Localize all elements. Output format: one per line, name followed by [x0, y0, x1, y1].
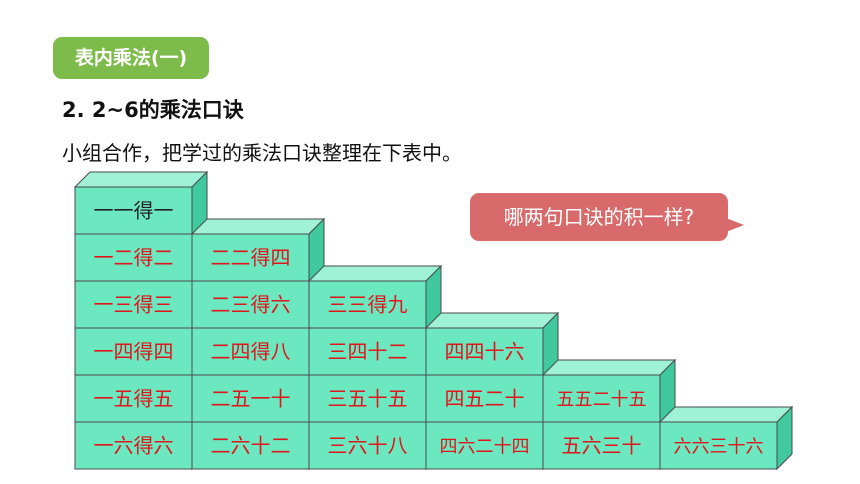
block-cell	[425, 327, 544, 376]
multiplication-rhyme: 二二得四	[211, 246, 291, 270]
block-cell	[542, 421, 661, 470]
block-top-face	[307, 265, 443, 282]
multiplication-rhyme: 三六十八	[328, 434, 408, 458]
block-cell	[191, 233, 310, 282]
multiplication-rhyme: 一五得五	[94, 387, 174, 411]
block-top-face	[190, 218, 326, 235]
question-bubble: 哪两句口诀的积一样?	[470, 193, 728, 241]
lesson-heading: 2. 2~6的乘法口诀	[62, 98, 244, 122]
multiplication-rhyme: 一一得一	[94, 199, 174, 223]
block-top-face	[73, 171, 209, 188]
multiplication-rhyme: 三三得九	[328, 293, 408, 317]
multiplication-rhyme: 四四十六	[445, 340, 525, 364]
multiplication-rhyme: 一二得二	[94, 246, 174, 270]
multiplication-rhyme: 二三得六	[211, 293, 291, 317]
multiplication-rhyme: 二五一十	[211, 387, 291, 411]
multiplication-rhyme: 三五十五	[328, 387, 408, 411]
section-badge: 表内乘法(一)	[53, 37, 209, 79]
multiplication-rhyme: 四六二十四	[440, 437, 530, 458]
multiplication-rhyme: 二六十二	[211, 434, 291, 458]
multiplication-rhyme: 五六三十	[562, 434, 642, 458]
multiplication-rhyme: 一四得四	[94, 340, 174, 364]
instruction-text: 小组合作，把学过的乘法口诀整理在下表中。	[62, 141, 462, 165]
multiplication-rhyme: 五五二十五	[557, 390, 647, 411]
block-cell	[74, 374, 193, 423]
multiplication-rhyme: 二四得八	[211, 340, 291, 364]
block-top-face	[541, 359, 677, 376]
multiplication-rhyme: 一三得三	[94, 293, 174, 317]
block-cell	[191, 374, 310, 423]
block-top-face	[424, 312, 560, 329]
multiplication-rhyme: 四五二十	[445, 387, 525, 411]
block-cell	[308, 421, 427, 470]
block-cell	[74, 421, 193, 470]
multiplication-rhyme: 三四十二	[328, 340, 408, 364]
bubble-tail	[726, 218, 744, 232]
block-cell	[191, 421, 310, 470]
block-top-face	[658, 406, 794, 423]
block-cell	[542, 374, 661, 423]
block-cell	[191, 327, 310, 376]
block-cell	[308, 374, 427, 423]
block-cell	[308, 327, 427, 376]
block-cell	[425, 421, 544, 470]
multiplication-rhyme: 六六三十六	[674, 437, 764, 458]
multiplication-rhyme: 一六得六	[94, 434, 174, 458]
block-cell	[308, 280, 427, 329]
block-cell	[659, 421, 778, 470]
